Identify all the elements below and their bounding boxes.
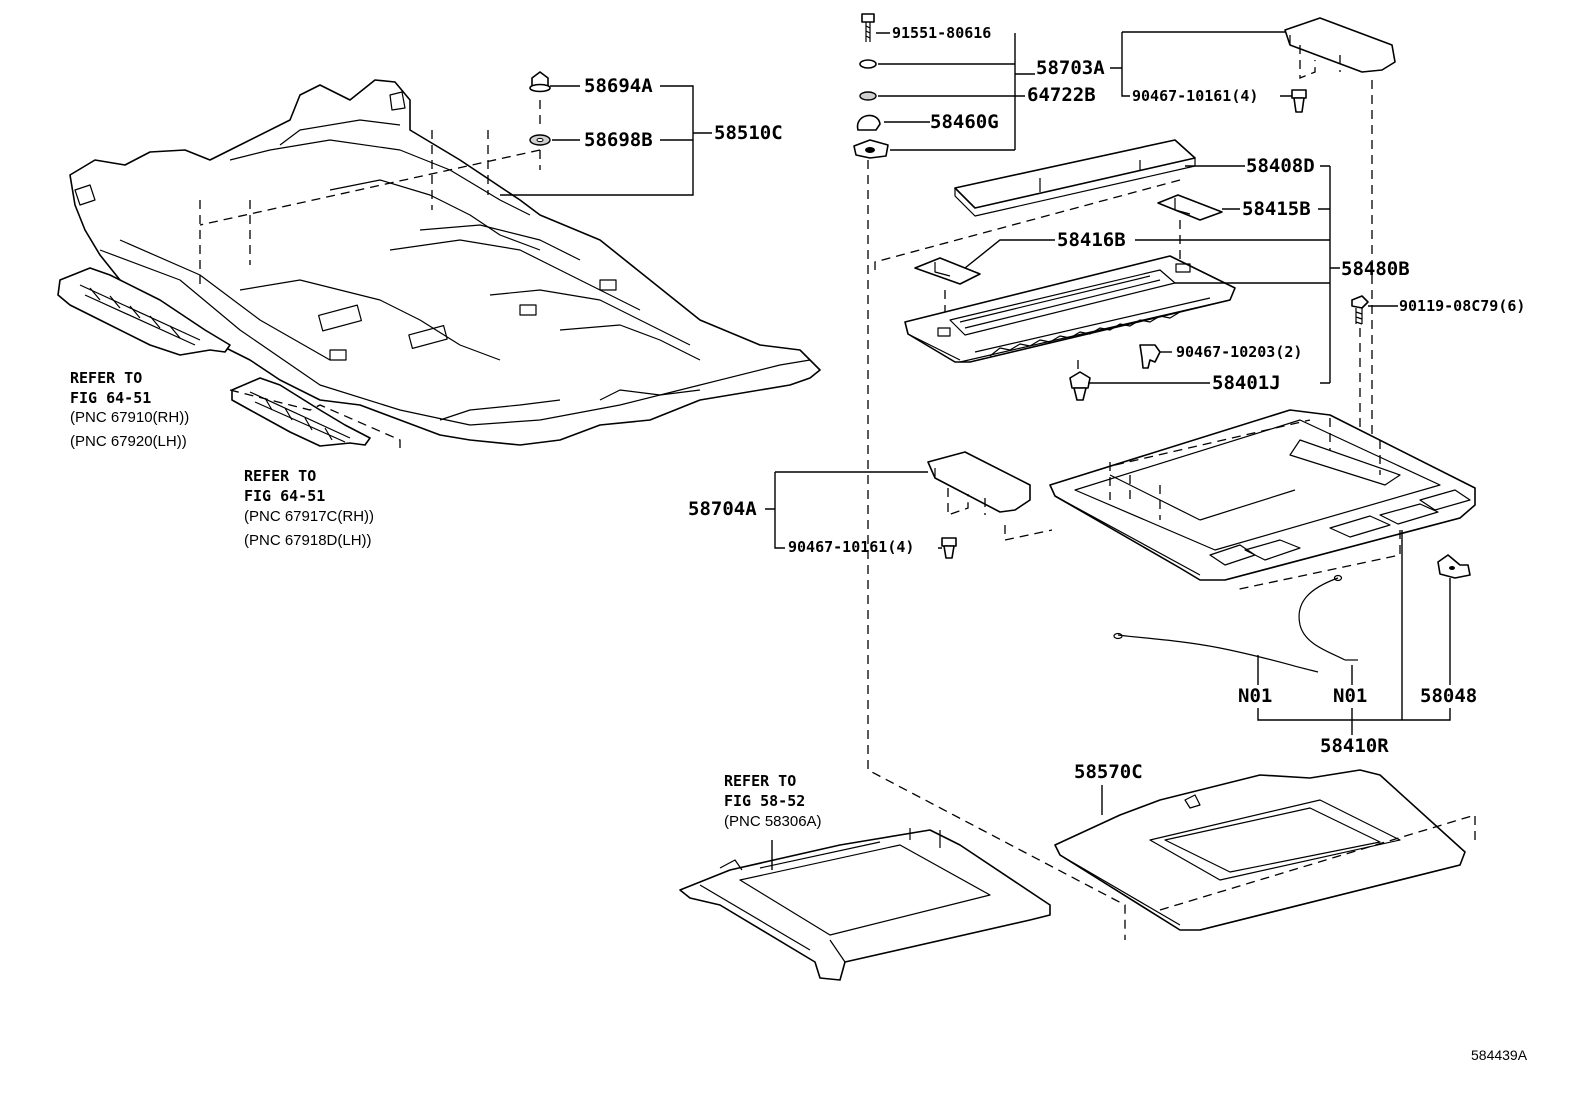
reference-note-1: REFER TO FIG 64-51 (PNC 67910(RH)) (PNC …	[70, 369, 189, 450]
label-90467-10161-mid[interactable]: 90467-10161(4)	[788, 538, 914, 556]
label-58416b[interactable]: 58416B	[1057, 229, 1126, 251]
label-58698b[interactable]: 58698B	[584, 129, 653, 151]
ref1-line1: REFER TO	[70, 369, 142, 387]
label-64722b[interactable]: 64722B	[1027, 84, 1096, 106]
ref3-line1: REFER TO	[724, 772, 796, 790]
clip-90467-10161-top-icon	[1291, 89, 1307, 113]
part-labels: 58694A 58698B 58510C 91551-80616 58703A …	[584, 24, 1525, 783]
release-cable-1	[1113, 632, 1319, 673]
reference-note-3: REFER TO FIG 58-52 (PNC 58306A)	[724, 772, 822, 830]
label-58704a[interactable]: 58704A	[688, 498, 757, 520]
ref1-pnc2: (PNC 67920(LH))	[70, 433, 187, 450]
step-cover-rear	[231, 377, 371, 447]
label-n01-left[interactable]: N01	[1238, 685, 1272, 707]
label-58703a[interactable]: 58703A	[1036, 57, 1105, 79]
label-90467-10161-top[interactable]: 90467-10161(4)	[1132, 87, 1258, 105]
bracket-58048-icon	[1437, 554, 1471, 579]
clip-58401j-icon	[1069, 371, 1091, 401]
washer-58698b-icon	[529, 134, 551, 146]
ref1-line2[interactable]: FIG 64-51	[70, 389, 151, 407]
pad-58416b	[914, 257, 981, 285]
reference-note-2: REFER TO FIG 64-51 (PNC 67917C(RH)) (PNC…	[244, 467, 374, 549]
label-90119-08c79[interactable]: 90119-08C79(6)	[1399, 297, 1525, 315]
pad-58415b	[1157, 194, 1223, 221]
ref2-line1: REFER TO	[244, 467, 316, 485]
ref3-line2[interactable]: FIG 58-52	[724, 792, 805, 810]
floor-tray-58570c	[1054, 769, 1466, 931]
label-90467-10203[interactable]: 90467-10203(2)	[1176, 343, 1302, 361]
hook-58460g-icon	[853, 114, 889, 159]
ref2-line2[interactable]: FIG 64-51	[244, 487, 325, 505]
ref2-pnc1: (PNC 67917C(RH))	[244, 508, 374, 525]
label-n01-right[interactable]: N01	[1333, 685, 1367, 707]
step-cover-front	[57, 267, 231, 356]
label-91551-80616[interactable]: 91551-80616	[892, 24, 991, 42]
floor-carpet-58510c	[69, 79, 821, 446]
clip-90467-10203-icon	[1139, 344, 1161, 369]
label-58048[interactable]: 58048	[1420, 685, 1477, 707]
board-58408d	[954, 139, 1196, 217]
seat-frame	[679, 828, 1051, 981]
ref1-pnc1: (PNC 67910(RH))	[70, 409, 189, 426]
diagram-code: 584439A	[1471, 1047, 1528, 1063]
ref3-pnc1: (PNC 58306A)	[724, 813, 822, 830]
clip-58694a-icon	[529, 71, 551, 93]
lid-58703a	[1284, 17, 1396, 73]
release-cable-2	[1298, 574, 1358, 661]
label-58460g[interactable]: 58460G	[930, 111, 999, 133]
lid-58704a	[927, 451, 1031, 513]
bolt-90119-icon	[1351, 295, 1369, 325]
luggage-tray	[1049, 409, 1476, 581]
clip-90467-10161-mid-icon	[941, 537, 957, 559]
label-58510c[interactable]: 58510C	[714, 122, 783, 144]
label-58480b[interactable]: 58480B	[1341, 258, 1410, 280]
spacer-icon	[859, 59, 877, 69]
ref2-pnc2: (PNC 67918D(LH))	[244, 532, 372, 549]
washer-64722b-icon	[859, 91, 877, 101]
label-58415b[interactable]: 58415B	[1242, 198, 1311, 220]
label-58408d[interactable]: 58408D	[1246, 155, 1315, 177]
label-58401j[interactable]: 58401J	[1212, 372, 1281, 394]
bolt-91551-icon	[861, 13, 875, 42]
label-58694a[interactable]: 58694A	[584, 75, 653, 97]
label-58410r[interactable]: 58410R	[1320, 735, 1389, 757]
label-58570c[interactable]: 58570C	[1074, 761, 1143, 783]
